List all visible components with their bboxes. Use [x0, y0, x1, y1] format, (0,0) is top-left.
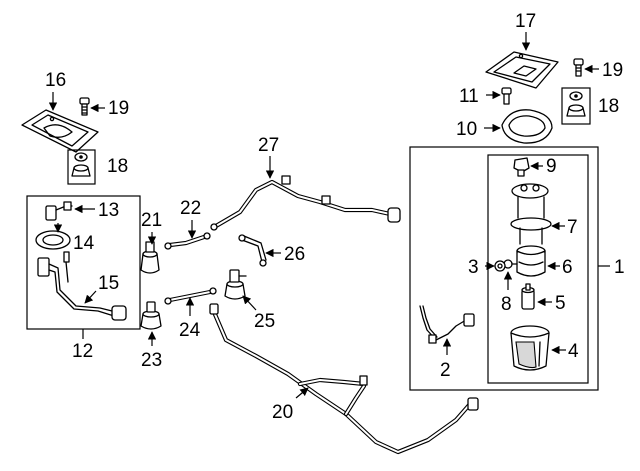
sender-connector — [45, 201, 73, 221]
callout-27: 27 — [258, 135, 279, 156]
access-cover-left — [21, 109, 99, 153]
vent-hose-27 — [210, 175, 401, 231]
fuel-pump-assembly-frame — [409, 146, 599, 391]
pump-harness — [419, 305, 475, 344]
callout-20: 20 — [272, 402, 293, 423]
callout-16: 16 — [45, 70, 66, 91]
bolt-left — [79, 97, 90, 116]
callout-24: 24 — [179, 320, 201, 341]
vapor-hose-20 — [209, 303, 479, 455]
callout-22: 22 — [180, 198, 201, 219]
callout-19-right: 19 — [602, 60, 623, 81]
callout-18-left: 18 — [107, 156, 128, 177]
callout-14: 14 — [73, 233, 95, 254]
bracket-26 — [238, 234, 267, 267]
grommet-set-left — [67, 149, 96, 185]
callout-21: 21 — [141, 210, 162, 231]
callout-2: 2 — [440, 360, 451, 381]
callout-11: 11 — [459, 86, 479, 107]
valve-23 — [140, 301, 162, 330]
valve-25 — [224, 269, 247, 300]
bolt-right — [573, 58, 584, 77]
callout-5: 5 — [555, 293, 566, 314]
callout-13: 13 — [98, 200, 119, 221]
callout-9: 9 — [546, 156, 557, 177]
callout-25: 25 — [254, 311, 275, 332]
pump-connector — [513, 157, 530, 177]
sender-top — [35, 230, 71, 250]
sender-float-arm — [37, 251, 127, 321]
callout-26: 26 — [284, 244, 305, 265]
grommet-set-right — [561, 87, 591, 125]
access-cover-right — [485, 51, 559, 89]
fuel-filter — [521, 283, 535, 310]
callout-1: 1 — [614, 257, 625, 278]
valve-21 — [140, 241, 160, 274]
pump-reservoir — [510, 325, 550, 371]
callout-4: 4 — [568, 341, 579, 362]
callout-12: 12 — [72, 341, 93, 362]
callout-18-right: 18 — [598, 96, 619, 117]
callout-7: 7 — [567, 217, 578, 238]
callout-23: 23 — [141, 350, 162, 371]
callout-15: 15 — [98, 273, 119, 294]
fuel-pump-body — [503, 245, 546, 277]
pump-flange — [510, 183, 552, 245]
hose-24 — [164, 287, 217, 305]
hose-22 — [164, 232, 211, 250]
callout-8: 8 — [501, 294, 512, 315]
fitting-3 — [494, 260, 506, 272]
callout-10: 10 — [456, 119, 477, 140]
callout-19-left: 19 — [108, 98, 129, 119]
lock-ring — [501, 109, 553, 144]
callout-17: 17 — [515, 11, 536, 32]
callout-6: 6 — [562, 257, 573, 278]
callout-3: 3 — [468, 257, 479, 278]
bolt-11 — [501, 87, 512, 105]
